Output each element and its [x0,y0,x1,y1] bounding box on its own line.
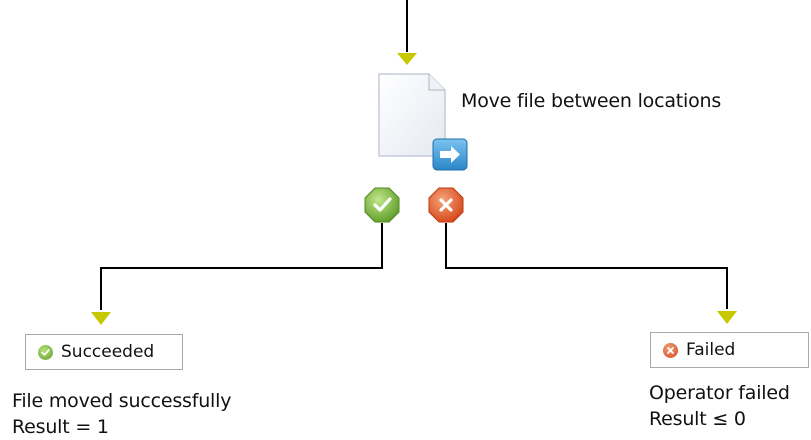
failed-end-node[interactable]: Failed [650,332,809,368]
incoming-arrowhead [397,53,417,65]
success-result-text: Result = 1 [12,416,109,438]
x-icon [439,198,453,212]
checkmark-icon [373,197,392,212]
success-arrowhead [91,312,111,325]
failure-arrowhead [717,311,737,324]
incoming-connector [397,0,417,65]
succeeded-label: Succeeded [61,342,155,362]
failure-description-text: Operator failed [649,382,790,404]
check-circle-icon [38,344,53,360]
document-move-icon[interactable] [378,73,468,171]
failure-branch-badge[interactable] [428,187,464,223]
failure-result-text: Result ≤ 0 [649,408,746,430]
activity-title: Move file between locations [461,90,722,112]
x-circle-icon [663,342,678,358]
success-connector [91,223,383,325]
success-branch-badge[interactable] [364,187,400,223]
failure-description: Operator failed Result ≤ 0 [649,380,790,432]
failure-connector [445,223,737,324]
success-description: File moved successfully Result = 1 [12,388,231,440]
failed-label: Failed [686,340,736,360]
success-description-text: File moved successfully [12,390,232,412]
succeeded-end-node[interactable]: Succeeded [25,334,183,370]
